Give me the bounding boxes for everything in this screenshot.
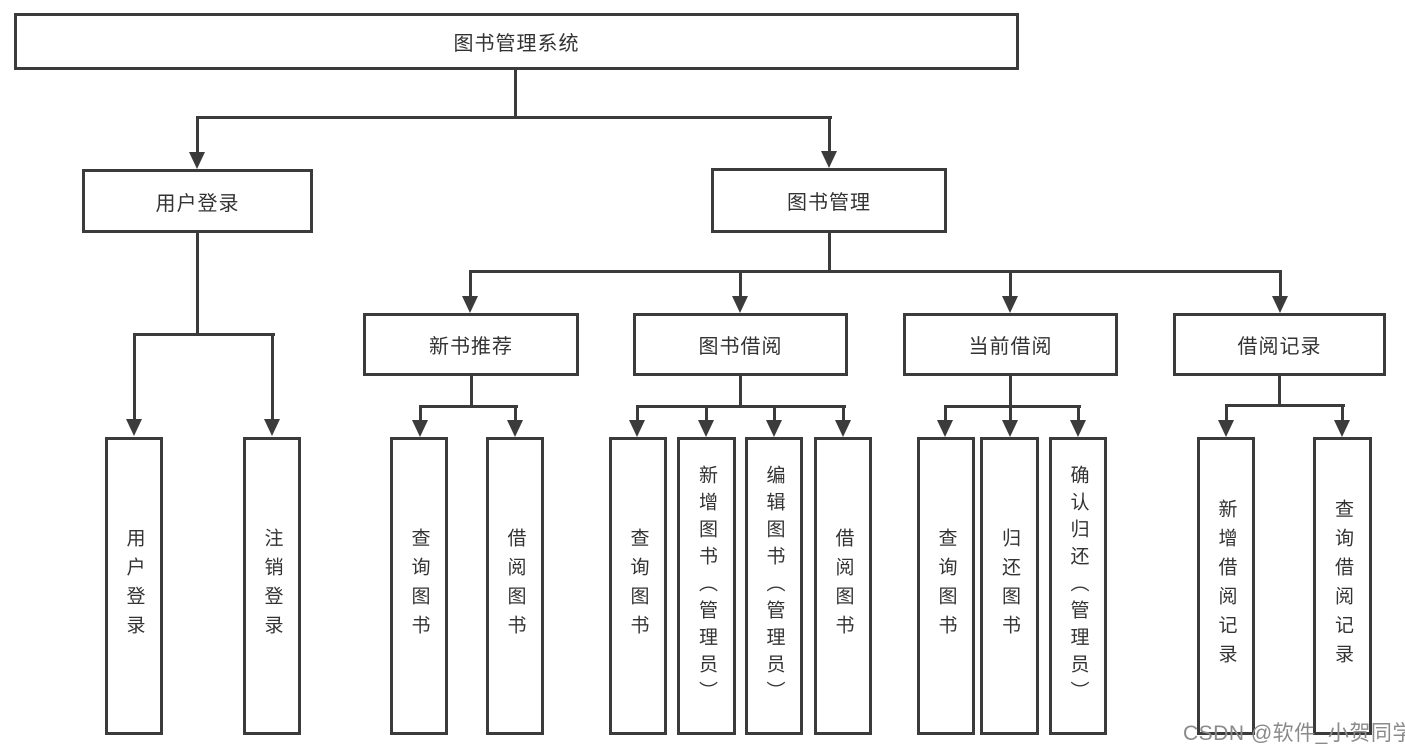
node-borrow-records: 借阅记录: [1173, 313, 1386, 376]
connector-drop-leaf: [271, 333, 274, 420]
leaf-borrow-book-1-label: 借阅图书: [504, 528, 526, 644]
leaf-query-book-1: 查询图书: [390, 437, 448, 735]
arrow-down-icon: [1002, 296, 1018, 313]
leaf-user-login-label: 用户登录: [123, 528, 145, 644]
arrow-down-icon: [264, 419, 280, 436]
connector-hline-current-borrow: [944, 405, 1081, 408]
node-new-book-rec: 新书推荐: [363, 313, 579, 376]
arrow-down-icon: [732, 296, 748, 313]
connector-drop-book-borrow: [739, 270, 742, 297]
arrow-down-icon: [412, 420, 428, 437]
connector-hline-book-borrow: [636, 405, 846, 408]
leaf-borrow-book-2: 借阅图书: [814, 437, 872, 735]
leaf-return-book: 归还图书: [980, 437, 1039, 735]
leaf-edit-book-label: 编辑图书（管理员）: [763, 464, 785, 708]
leaf-query-book-3-label: 查询图书: [935, 528, 957, 644]
leaf-add-borrow-record-label: 新增借阅记录: [1215, 499, 1237, 673]
leaf-logout: 注销登录: [243, 437, 301, 735]
connector-stem-user-login: [196, 233, 199, 336]
connector-drop-leaf: [705, 405, 708, 421]
connector-stem-new-book-rec: [470, 376, 473, 408]
connector-hline-level3: [469, 270, 1282, 273]
node-borrow-records-label: 借阅记录: [1237, 336, 1322, 358]
leaf-add-book: 新增图书（管理员）: [677, 437, 736, 735]
leaf-add-borrow-record: 新增借阅记录: [1197, 437, 1255, 735]
connector-drop-user-login: [196, 116, 199, 154]
arrow-down-icon: [507, 420, 523, 437]
connector-drop-leaf: [419, 405, 422, 421]
leaf-user-login: 用户登录: [105, 437, 163, 735]
leaf-query-book-1-label: 查询图书: [408, 528, 430, 644]
arrow-down-icon: [766, 420, 782, 437]
arrow-down-icon: [126, 419, 142, 436]
connector-drop-current-borrow: [1009, 270, 1012, 297]
connector-drop-leaf: [133, 333, 136, 420]
leaf-query-book-2-label: 查询图书: [627, 528, 649, 644]
connector-stem-current-borrow: [1009, 376, 1012, 408]
arrow-down-icon: [1334, 420, 1350, 437]
leaf-query-borrow-record: 查询借阅记录: [1313, 437, 1372, 735]
connector-drop-leaf: [514, 405, 517, 421]
connector-drop-leaf: [1009, 405, 1012, 421]
connector-drop-leaf: [1077, 405, 1080, 421]
node-book-borrow-label: 图书借阅: [698, 336, 783, 358]
leaf-query-borrow-record-label: 查询借阅记录: [1332, 499, 1353, 673]
arrow-down-icon: [835, 420, 851, 437]
node-root-label: 图书管理系统: [453, 33, 580, 55]
csdn-watermark: CSDN @软件_小贺同学: [1183, 722, 1405, 745]
connector-drop-leaf: [944, 405, 947, 421]
connector-stem-borrow-records: [1278, 376, 1281, 407]
leaf-confirm-return-label: 确认归还（管理员）: [1067, 464, 1089, 708]
leaf-edit-book: 编辑图书（管理员）: [745, 437, 803, 735]
node-user-login: 用户登录: [82, 169, 313, 233]
connector-drop-new-book-rec: [469, 270, 472, 297]
leaf-return-book-label: 归还图书: [999, 528, 1020, 644]
arrow-down-icon: [1070, 420, 1086, 437]
arrow-down-icon: [1218, 420, 1234, 437]
arrow-down-icon: [821, 151, 837, 168]
node-current-borrow-label: 当前借阅: [968, 336, 1053, 358]
arrow-down-icon: [698, 420, 714, 437]
leaf-borrow-book-1: 借阅图书: [486, 437, 544, 735]
arrow-down-icon: [189, 152, 205, 169]
connector-drop-leaf: [636, 405, 639, 421]
connector-drop-book-mgmt: [828, 116, 831, 154]
node-book-mgmt-label: 图书管理: [787, 192, 871, 214]
connector-stem-root: [514, 70, 517, 117]
leaf-confirm-return: 确认归还（管理员）: [1049, 437, 1107, 735]
node-new-book-rec-label: 新书推荐: [429, 336, 513, 358]
connector-hline-new-book-rec: [419, 405, 518, 408]
connector-drop-borrow-records: [1279, 270, 1282, 297]
connector-hline-user-login: [133, 333, 275, 336]
connector-stem-book-mgmt: [828, 233, 831, 272]
connector-hline-level2: [196, 116, 832, 119]
connector-drop-leaf: [1341, 404, 1344, 421]
leaf-logout-label: 注销登录: [261, 528, 283, 644]
node-root: 图书管理系统: [14, 13, 1019, 70]
leaf-query-book-3: 查询图书: [917, 437, 975, 735]
leaf-query-book-2: 查询图书: [609, 437, 667, 735]
connector-drop-leaf: [773, 405, 776, 421]
connector-drop-leaf: [1225, 404, 1228, 421]
arrow-down-icon: [1272, 296, 1288, 313]
node-current-borrow: 当前借阅: [903, 313, 1118, 376]
connector-drop-leaf: [842, 405, 845, 421]
node-book-borrow: 图书借阅: [633, 313, 848, 376]
leaf-add-book-label: 新增图书（管理员）: [696, 464, 717, 708]
leaf-borrow-book-2-label: 借阅图书: [832, 528, 854, 644]
arrow-down-icon: [629, 420, 645, 437]
arrow-down-icon: [462, 296, 478, 313]
node-user-login-label: 用户登录: [155, 192, 240, 215]
connector-hline-borrow-records: [1225, 404, 1345, 407]
arrow-down-icon: [937, 420, 953, 437]
node-book-mgmt: 图书管理: [711, 168, 947, 233]
arrow-down-icon: [1002, 420, 1018, 437]
connector-stem-book-borrow: [739, 376, 742, 408]
